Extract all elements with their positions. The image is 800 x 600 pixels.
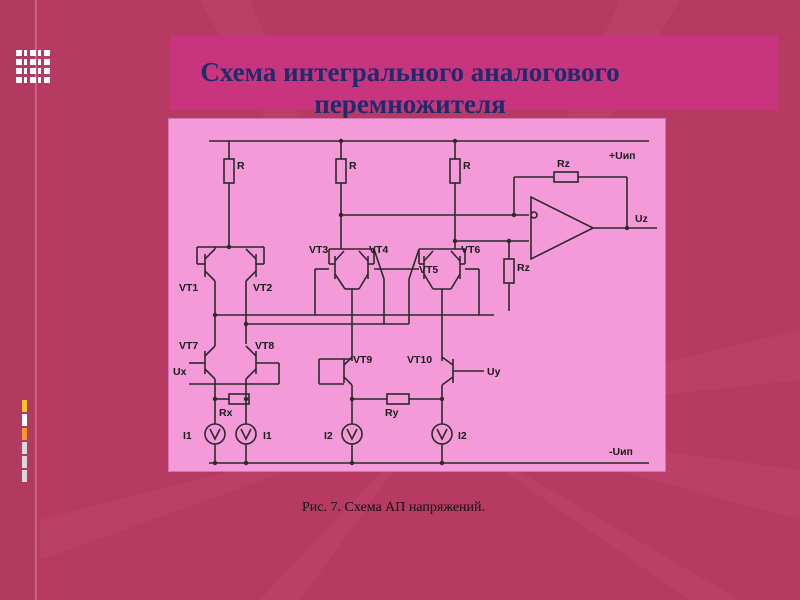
label-rz-top: Rz [557, 158, 570, 170]
grid-decoration-icon [16, 50, 50, 83]
label-vt10: VT10 [407, 354, 432, 366]
decor-bar [22, 414, 27, 426]
label-vee: -Uип [609, 446, 633, 458]
label-i1-right: I1 [263, 430, 272, 442]
label-vt7: VT7 [179, 340, 198, 352]
decor-bar [22, 456, 27, 468]
label-i2-left: I2 [324, 430, 333, 442]
label-ux: Ux [173, 366, 187, 378]
label-r1: R [237, 160, 245, 172]
title-band [170, 36, 778, 110]
decor-bar [22, 428, 27, 440]
circuit-schematic: R R R +Uип Rz Rz Uz VT1 VT2 VT3 VT4 VT5 … [173, 138, 657, 466]
label-vcc: +Uип [609, 150, 636, 162]
label-uy: Uy [487, 366, 501, 378]
label-r3: R [463, 160, 471, 172]
label-vt8: VT8 [255, 340, 274, 352]
label-vt4: VT4 [369, 244, 388, 256]
figure-caption: Рис. 7. Схема АП напряжений. [302, 500, 486, 515]
circuit-diagram: R R R +Uип Rz Rz Uz VT1 VT2 VT3 VT4 VT5 … [168, 118, 666, 472]
label-vt3: VT3 [309, 244, 328, 256]
decor-bar [22, 400, 27, 412]
label-rx: Rx [219, 407, 233, 419]
label-vt9: VT9 [353, 354, 372, 366]
decor-bar [22, 442, 27, 454]
decor-bar [22, 470, 27, 482]
label-i1-left: I1 [183, 430, 192, 442]
label-vt1: VT1 [179, 282, 198, 294]
label-r2: R [349, 160, 357, 172]
label-i2-right: I2 [458, 430, 467, 442]
label-vt5: VT5 [419, 264, 438, 276]
slide-title: Схема интегрального аналогового перемнож… [200, 57, 620, 119]
label-vt6: VT6 [461, 244, 480, 256]
label-ry: Ry [385, 407, 399, 419]
label-uz: Uz [635, 213, 648, 225]
label-rz-side: Rz [517, 262, 530, 274]
label-vt2: VT2 [253, 282, 272, 294]
